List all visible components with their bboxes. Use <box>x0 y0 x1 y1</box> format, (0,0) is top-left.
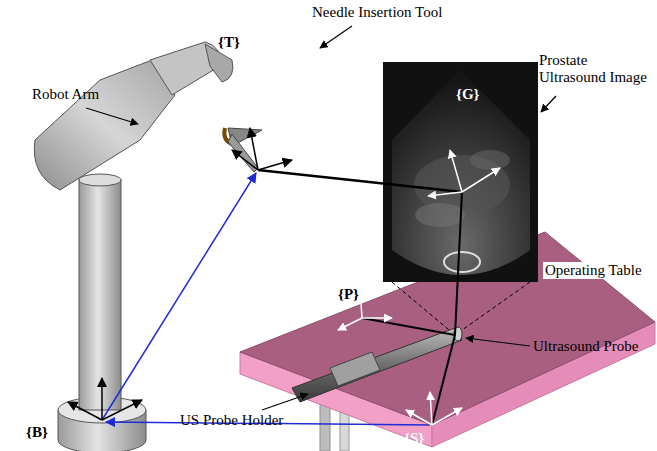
part-label: Ultrasound Probe <box>533 338 638 355</box>
frame-label: {P} <box>338 286 359 303</box>
transform-lines <box>102 170 462 425</box>
frame-label: {S} <box>404 430 424 447</box>
part-label: Prostate Ultrasound Image <box>539 52 653 87</box>
part-label: Needle Insertion Tool <box>312 4 442 21</box>
ultrasound-probe <box>292 327 462 402</box>
leader-arrows <box>86 26 556 410</box>
part-label: Operating Table <box>543 262 644 279</box>
frame-label: {T} <box>218 34 240 51</box>
robot-arm <box>34 42 262 451</box>
frame-label: {B} <box>26 424 48 441</box>
ultrasound-image <box>383 62 538 335</box>
part-label: US Probe Holder <box>180 412 283 429</box>
coordinate-frames <box>68 128 500 425</box>
frame-label: {G} <box>456 86 480 103</box>
part-label: Robot Arm <box>32 86 99 103</box>
